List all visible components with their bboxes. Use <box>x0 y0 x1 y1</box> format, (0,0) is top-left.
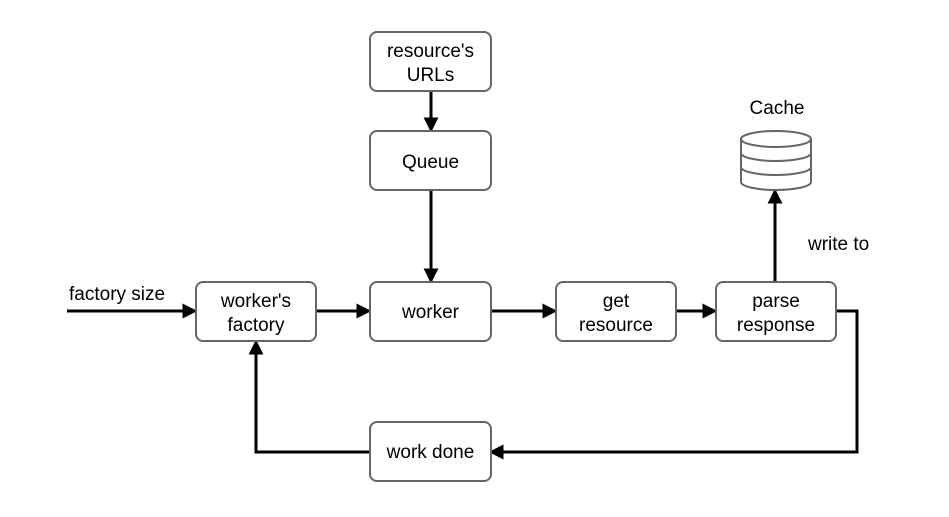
factory-size-label: factory size <box>69 284 165 305</box>
node-resource-urls-line-1: resource's <box>387 41 474 62</box>
node-resource-urls: resource's URLs <box>369 31 492 92</box>
node-get-resource-line-1: get <box>603 291 630 312</box>
node-work-done-label: work done <box>386 442 475 463</box>
node-work-done: work done <box>369 421 492 482</box>
node-get-resource: get resource <box>555 281 677 342</box>
node-queue-label: Queue <box>402 152 459 173</box>
node-worker-label: worker <box>401 302 460 323</box>
node-workers-factory: worker's factory <box>195 281 317 342</box>
node-workers-factory-line-1: worker's <box>220 291 291 312</box>
edge-work-done-to-workers-factory <box>248 339 370 454</box>
node-parse-response: parse response <box>715 281 837 342</box>
edge-parse-response-to-work-done <box>488 309 859 460</box>
node-worker: worker <box>369 281 492 342</box>
node-workers-factory-line-2: factory <box>227 315 285 336</box>
write-to-label: write to <box>807 234 869 255</box>
database-icon <box>740 130 812 191</box>
cache-node: Cache <box>740 98 812 191</box>
edges <box>67 91 859 460</box>
node-parse-response-line-2: response <box>737 315 815 336</box>
node-queue: Queue <box>369 130 492 191</box>
node-parse-response-line-1: parse <box>752 291 800 312</box>
node-get-resource-line-2: resource <box>579 315 653 336</box>
cache-label: Cache <box>750 98 805 119</box>
node-resource-urls-line-2: URLs <box>407 65 455 86</box>
